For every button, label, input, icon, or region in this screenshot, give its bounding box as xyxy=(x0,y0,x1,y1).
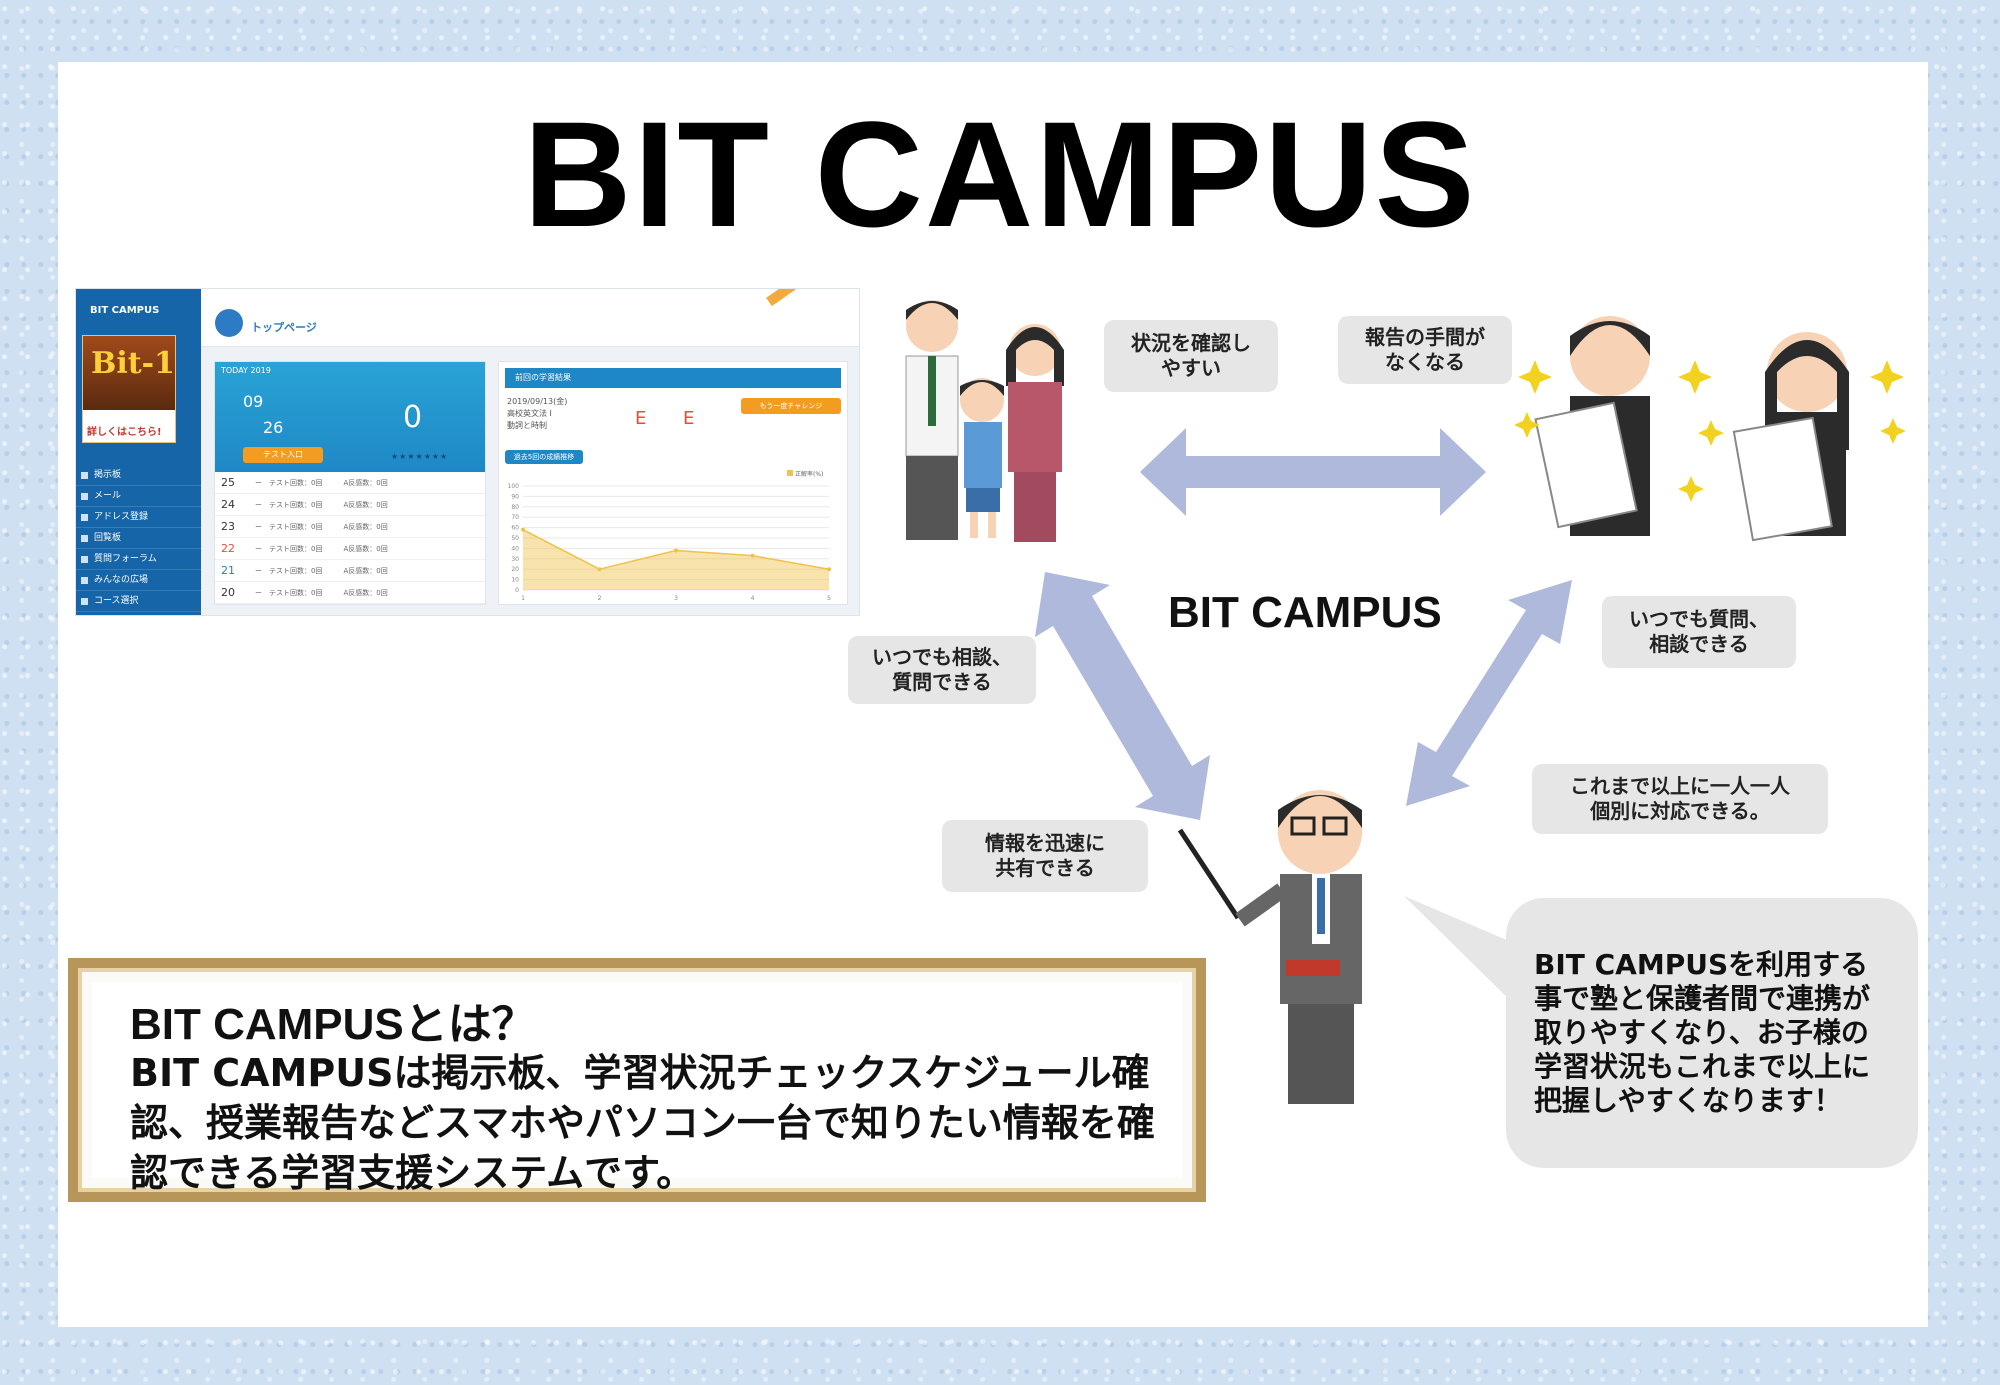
app-screenshot: BIT CAMPUS Bit-1 詳しくはこちら! 掲示板 メール アドレス登録… xyxy=(75,288,860,616)
test-entry-button: テスト入口 xyxy=(243,447,323,463)
y-tick-label: 80 xyxy=(511,504,519,511)
double-arrow-left xyxy=(1035,572,1210,820)
history-tag: 過去5回の成績推移 xyxy=(505,450,583,464)
double-arrow-right xyxy=(1406,580,1572,806)
speech-tail xyxy=(1404,896,1530,1010)
speech-bubble: BIT CAMPUSを利用する 事で塾と保護者間で連携が 取りやすくなり、お子様… xyxy=(1506,898,1918,1168)
label-consult: いつでも相談、 質問できる xyxy=(848,636,1036,704)
x-tick-label: 2 xyxy=(598,595,602,602)
nav-item-mail: メール xyxy=(76,486,201,507)
mother-dress xyxy=(1008,382,1062,472)
nav-item-circular: 回覧板 xyxy=(76,528,201,549)
paper-icon xyxy=(1732,416,1833,542)
y-tick-label: 40 xyxy=(511,545,519,552)
info-box: BIT CAMPUSとは？ BIT CAMPUSは掲示板、学習状況チェックスケジ… xyxy=(68,958,1206,1202)
y-tick-label: 20 xyxy=(511,566,519,573)
y-tick-label: 50 xyxy=(511,535,519,542)
father-head xyxy=(906,300,958,352)
teacher-illustration xyxy=(1177,790,1362,1104)
x-tick-label: 3 xyxy=(674,595,678,602)
child-shirt xyxy=(964,422,1002,488)
label-share: 情報を迅速に 共有できる xyxy=(942,820,1148,892)
nav-item-forum: 質問フォーラム xyxy=(76,549,201,570)
label-individual: これまで以上に一人一人 個別に対応できる。 xyxy=(1532,764,1828,834)
grand-prix-banner: Bit-1 詳しくはこちら! xyxy=(82,335,176,443)
family-illustration xyxy=(905,300,1064,542)
paper-icon xyxy=(1534,401,1638,529)
nav-item-course: コース選択 xyxy=(76,591,201,612)
legend-label: 正解率(%) xyxy=(795,470,823,478)
legend-swatch xyxy=(787,470,793,476)
date-month: 09 xyxy=(243,392,264,411)
info-heading: BIT CAMPUSとは？ xyxy=(130,1000,536,1049)
result-title: 前回の学習結果 xyxy=(505,368,841,388)
child-head xyxy=(960,378,1004,422)
grade-total: E xyxy=(683,408,695,429)
app-header: トップページ xyxy=(201,289,859,347)
app-logo: BIT CAMPUS xyxy=(90,305,160,316)
page-title: BIT CAMPUS xyxy=(523,90,1477,258)
y-tick-label: 70 xyxy=(511,514,519,521)
result-card: 前回の学習結果 2019/09/13(金) 高校英文法 I 動詞と時制 E E … xyxy=(498,361,848,605)
banner-title: Bit-1 xyxy=(91,346,175,381)
x-tick-label: 4 xyxy=(751,595,755,602)
data-point xyxy=(674,548,678,553)
label-ask: いつでも質問、 相談できる xyxy=(1602,596,1796,668)
students-illustration xyxy=(1515,316,1905,542)
book-icon xyxy=(1286,960,1340,976)
today-card: TODAY 2019 09 26 0 テスト入口 ★★★★★★★ 25 24 2… xyxy=(214,361,486,605)
y-tick-label: 100 xyxy=(508,483,520,490)
area-fill xyxy=(523,529,829,590)
y-tick-label: 30 xyxy=(511,556,519,563)
info-body: BIT CAMPUSは掲示板、学習状況チェックスケジュール確認、授業報告などスマ… xyxy=(130,1051,1155,1195)
today-label: TODAY 2019 xyxy=(221,366,271,375)
teacher-head xyxy=(1278,790,1362,874)
data-point xyxy=(827,567,831,572)
y-tick-label: 10 xyxy=(511,577,519,584)
label-easy-check: 状況を確認し やすい xyxy=(1104,320,1278,392)
grade-previous: E xyxy=(635,408,647,429)
y-tick-label: 0 xyxy=(515,587,519,594)
app-nav: 掲示板 メール アドレス登録 回覧板 質問フォーラム みんなの広場 コース選択 xyxy=(76,465,201,612)
today-header: TODAY 2019 09 26 0 テスト入口 ★★★★★★★ xyxy=(215,362,485,472)
center-label: BIT CAMPUS xyxy=(1168,588,1442,637)
data-point xyxy=(750,553,755,558)
star-rating: ★★★★★★★ xyxy=(391,452,449,461)
label-less-report: 報告の手間が なくなる xyxy=(1338,316,1512,384)
x-tick-label: 1 xyxy=(521,595,525,602)
data-point xyxy=(597,567,602,572)
sparkle-icons xyxy=(1515,360,1905,502)
y-tick-label: 90 xyxy=(511,493,519,500)
date-day: 26 xyxy=(263,418,284,437)
calendar-icon xyxy=(215,309,243,337)
speech-text: BIT CAMPUSを利用する 事で塾と保護者間で連携が 取りやすくなり、お子様… xyxy=(1534,948,1871,1117)
day-row: 20 xyxy=(215,582,485,604)
y-tick-label: 60 xyxy=(511,525,519,532)
app-page-title: トップページ xyxy=(251,321,317,334)
nav-item-plaza: みんなの広場 xyxy=(76,570,201,591)
nav-item-address: アドレス登録 xyxy=(76,507,201,528)
double-arrow-horizontal xyxy=(1140,428,1486,516)
data-point xyxy=(521,527,525,532)
student-boy-head xyxy=(1570,316,1650,396)
banner-link: 詳しくはこちら! xyxy=(87,427,162,438)
challenge-button: もう一度チャレンジ xyxy=(741,398,841,414)
app-sidebar: BIT CAMPUS Bit-1 詳しくはこちら! 掲示板 メール アドレス登録… xyxy=(76,289,201,615)
result-meta: 2019/09/13(金) 高校英文法 I 動詞と時制 xyxy=(507,397,568,430)
score-chart: 0 10 20 30 40 50 60 70 80 90 100 1 2 3 4 5 正解率(%) xyxy=(508,470,831,602)
glasses-icon xyxy=(1290,816,1316,836)
streak-count: 0 xyxy=(403,400,423,435)
nav-item-board: 掲示板 xyxy=(76,465,201,486)
x-tick-label: 5 xyxy=(827,595,831,602)
pointer-stick xyxy=(1177,828,1241,920)
day-list: 25 24 23 22 21 20 xyxy=(215,472,485,604)
